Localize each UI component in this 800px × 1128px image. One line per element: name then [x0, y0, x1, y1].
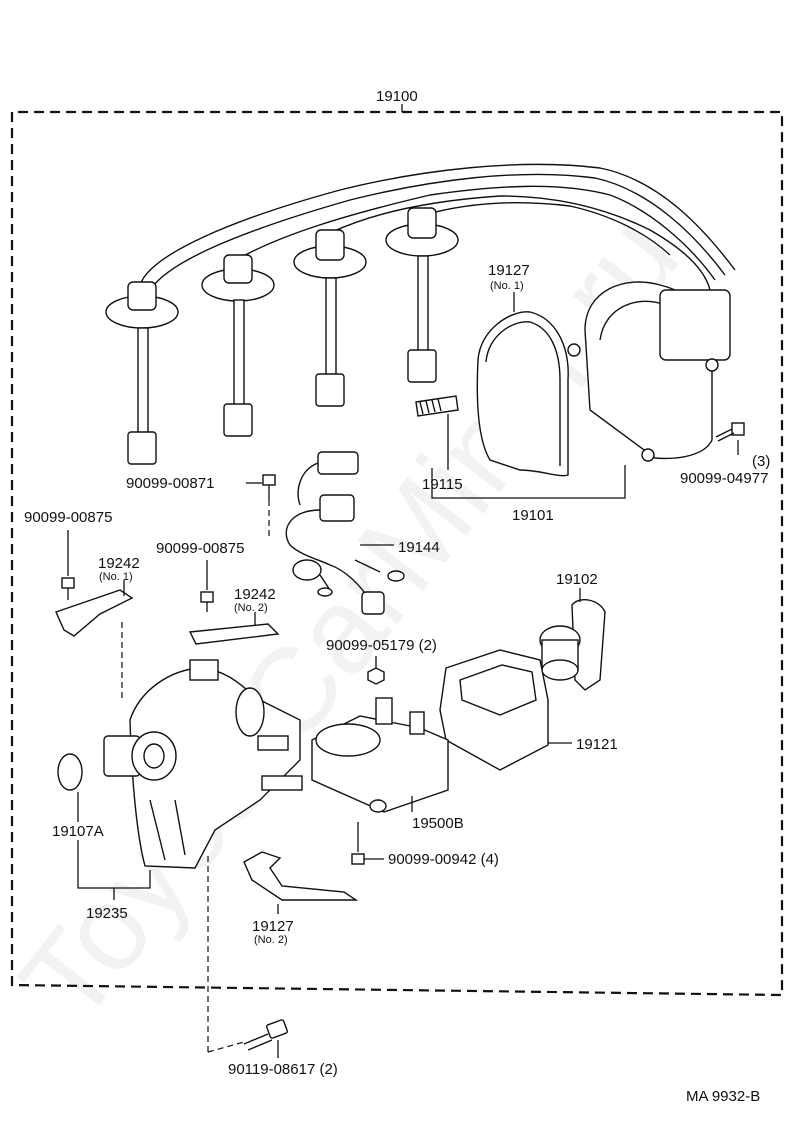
ignition-coil — [311, 697, 449, 813]
label-90099-00942: 90099-00942 (4) — [388, 851, 499, 868]
label-19127-no2-sub: (No. 2) — [254, 934, 288, 946]
bolt-90119-08617 — [243, 1019, 288, 1058]
plug-boot-1 — [105, 281, 179, 465]
label-90119-08617: 90119-08617 (2) — [228, 1061, 338, 1078]
label-90099-04977: 90099-04977 — [680, 470, 768, 487]
label-19127-no1: 19127 — [488, 262, 530, 279]
label-19242-no1: 19242 — [98, 555, 140, 572]
label-19242-no2: 19242 — [234, 586, 276, 603]
distributor-housing — [103, 659, 303, 869]
label-19144: 19144 — [398, 539, 440, 556]
leader-19101 — [431, 465, 626, 499]
label-19127-no1-sub: (No. 1) — [490, 280, 524, 292]
label-90099-04977-qty: (3) — [752, 453, 770, 470]
label-19107A: 19107A — [52, 823, 104, 840]
label-90099-00875-center: 90099-00875 — [156, 540, 244, 557]
gasket-19127-no2 — [243, 851, 359, 914]
bolt-top-right — [715, 422, 745, 455]
label-19500B: 19500B — [412, 815, 464, 832]
spring — [415, 395, 459, 470]
label-19115: 19115 — [422, 476, 463, 493]
screw-90099-00875-center — [200, 560, 214, 612]
label-19127-no2: 19127 — [252, 918, 294, 935]
screw-90099-00875-left — [61, 530, 75, 600]
plug-boot-4 — [385, 207, 459, 383]
plug-boot-2 — [201, 254, 275, 437]
distributor-cover — [439, 649, 572, 771]
label-90099-00871: 90099-00871 — [126, 475, 214, 492]
label-19121: 19121 — [576, 736, 618, 753]
bracket-19242-no1 — [55, 580, 134, 637]
cap-gasket-no1 — [476, 292, 569, 477]
rotor — [539, 588, 606, 691]
label-19235: 19235 — [86, 905, 128, 922]
label-19242-no1-sub: (No. 1) — [99, 571, 133, 583]
assembly-frame — [10, 104, 784, 997]
label-19242-no2-sub: (No. 2) — [234, 602, 268, 614]
bracket-19242-no2 — [188, 612, 280, 645]
nut-90099-05179 — [367, 656, 385, 685]
screw-90099-00871 — [246, 474, 276, 538]
o-ring — [57, 753, 83, 791]
label-19101: 19101 — [512, 507, 554, 524]
label-90099-05179: 90099-05179 (2) — [326, 637, 437, 654]
plug-boot-3 — [293, 229, 367, 407]
label-19102: 19102 — [556, 571, 598, 588]
label-90099-00875-left: 90099-00875 — [24, 509, 112, 526]
diagram-code: MA 9932-B — [686, 1088, 760, 1105]
high-tension-cords — [105, 163, 736, 465]
wiring-harness — [285, 451, 405, 615]
distributor-cap — [567, 281, 731, 462]
screw-90099-00942 — [351, 822, 384, 865]
label-assembly-19100: 19100 — [376, 88, 418, 105]
